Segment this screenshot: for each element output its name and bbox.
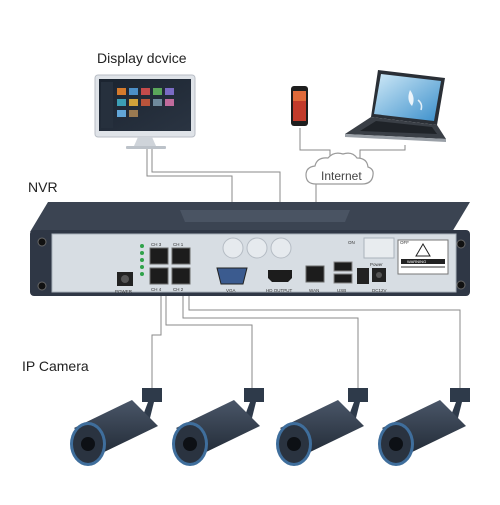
nvr-device	[30, 202, 470, 296]
port-label-usb: USB	[337, 288, 346, 293]
ip-camera-label: IP Camera	[22, 358, 89, 374]
camera-1	[70, 388, 162, 466]
ip-cameras	[70, 388, 470, 466]
display-device-label: Display dcvice	[97, 50, 187, 66]
status-leds	[140, 244, 144, 276]
power-switch	[357, 268, 369, 284]
port-label-off: OFF	[400, 240, 409, 245]
port-label-power-switch: Power	[370, 262, 383, 267]
usb-port-2	[333, 273, 353, 284]
port-label-vga: VGA	[226, 288, 236, 293]
port-label-hd-output: HD OUTPUT	[266, 288, 292, 293]
camera-2	[172, 388, 264, 466]
port-label-on: ON	[348, 240, 355, 245]
port-label-ch2: CH 2	[173, 287, 184, 292]
port-label-wan: WAN	[309, 288, 319, 293]
smartphone-icon	[291, 86, 308, 126]
internet-label: Internet	[321, 169, 362, 183]
usb-port-1	[333, 261, 353, 272]
hdmi-port	[268, 270, 292, 282]
port-label-ch1: CH 1	[173, 242, 184, 247]
cable-camera-3	[182, 288, 359, 392]
warning-label-text: WARNING	[407, 259, 426, 264]
poe-ports	[149, 247, 191, 285]
cable-laptop-internet	[359, 145, 406, 165]
warning-label	[397, 239, 449, 275]
laptop-icon	[345, 70, 446, 142]
port-label-ch4: CH 4	[151, 287, 162, 292]
port-label-dc12v: DC12V	[372, 288, 387, 293]
monitor-icon	[94, 74, 196, 149]
cable-camera-4	[188, 288, 461, 392]
camera-3	[276, 388, 368, 466]
cable-camera-1	[151, 288, 162, 392]
camera-4	[378, 388, 470, 466]
wan-port	[305, 265, 325, 283]
cable-camera-2	[165, 288, 253, 392]
port-label-ch3: CH 3	[151, 242, 162, 247]
cloud-icon	[305, 152, 374, 185]
nvr-label: NVR	[28, 179, 58, 195]
port-label-power: POWER	[115, 289, 133, 294]
vga-port	[216, 267, 248, 285]
